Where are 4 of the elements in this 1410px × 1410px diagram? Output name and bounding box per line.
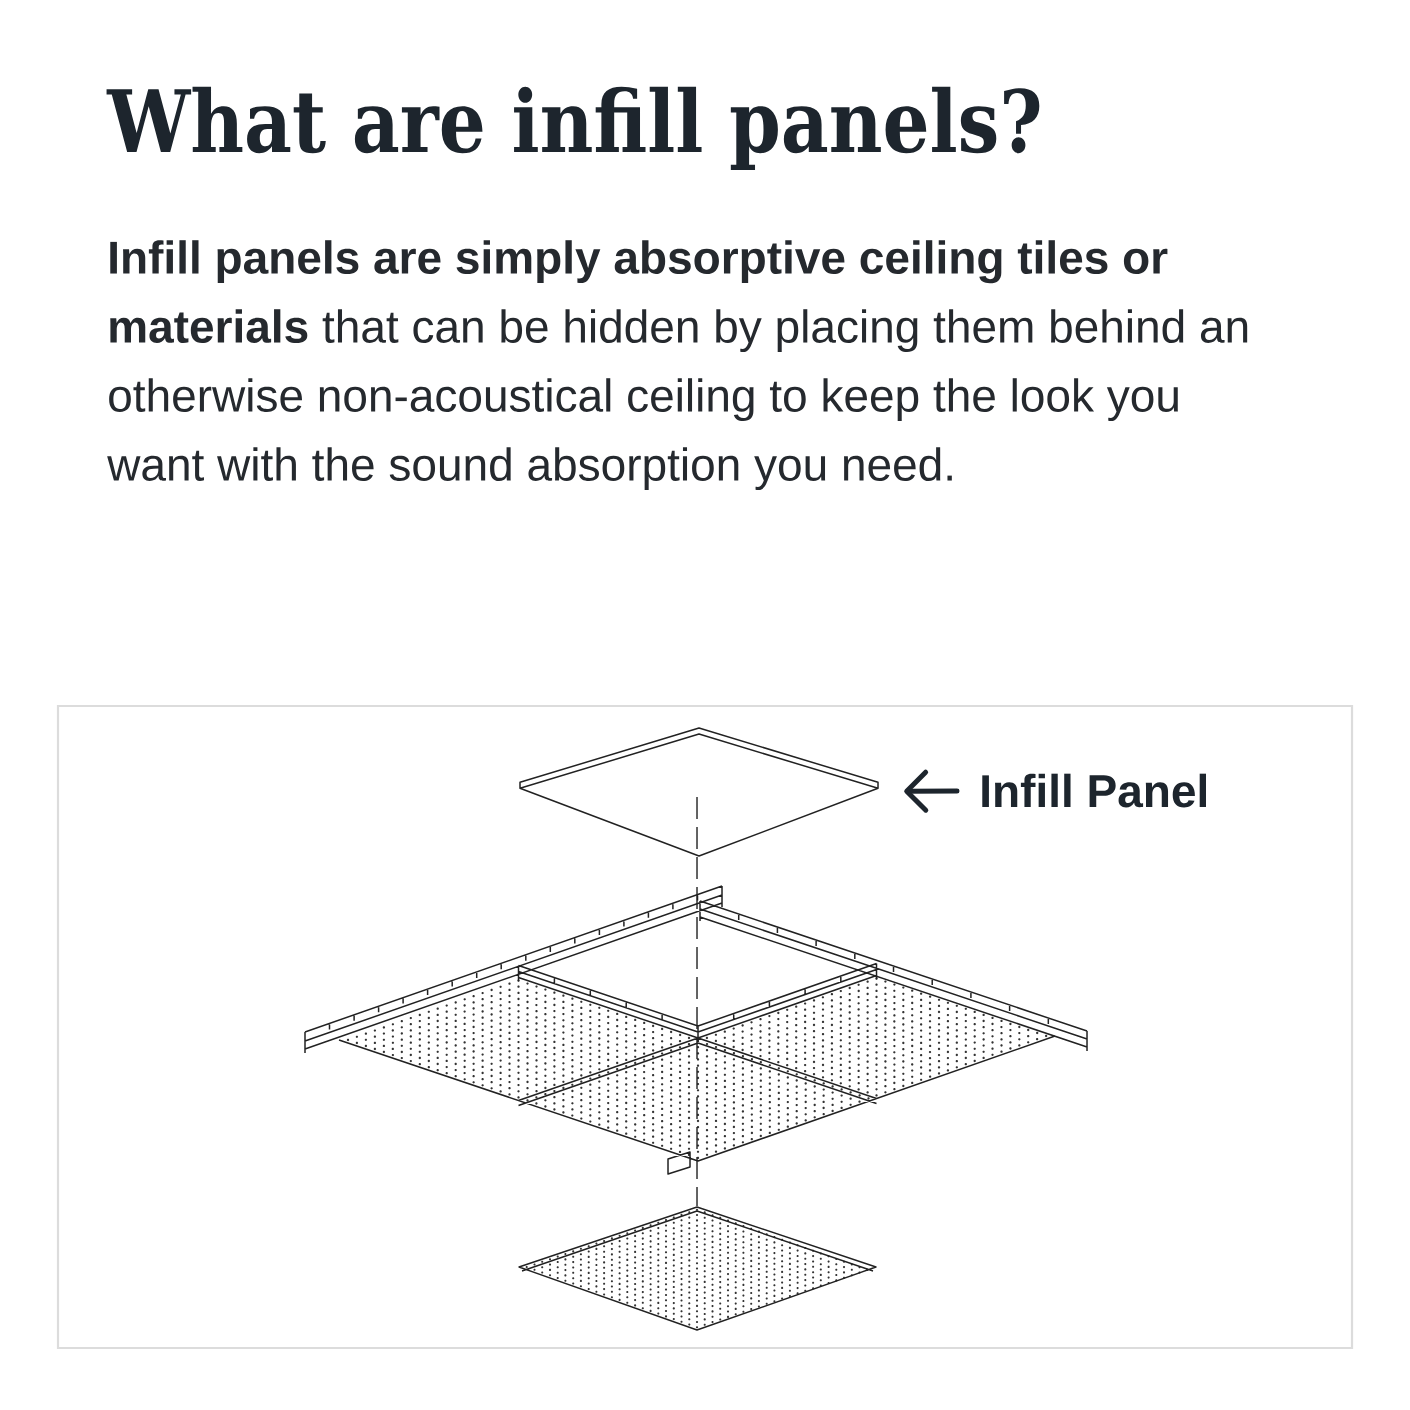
callout-label: Infill Panel [982, 773, 1206, 808]
paragraph: Infill panels are simply absorptive ceiling tiles or materials that can be hidden by placing them behind an otherwise non-acoustical ceiling to keep the look you want with the sound absorption you need. [107, 240, 1248, 491]
infill-panel [519, 727, 879, 857]
title: What are infill panels? [106, 86, 1040, 170]
